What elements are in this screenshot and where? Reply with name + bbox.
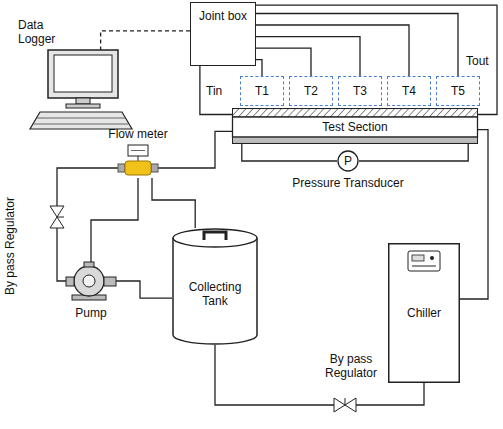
pipe-line [356,383,424,405]
chiller-label: Chiller [407,306,441,320]
pipe-line [200,66,232,115]
transducer-label: Pressure Transducer [268,176,428,190]
pipe-line [57,228,66,281]
sensor-label: T5 [451,84,465,98]
bypass-valve: By pass Regulator [50,206,64,228]
pipe-line [359,144,468,161]
thermocouple-box: T5 [436,76,480,106]
pump: Pump [66,262,116,300]
regulator-label: By pass Regulator [3,197,17,295]
bypass-valve-shape [334,398,356,412]
computer-label: Data Logger [18,18,64,46]
pipe-line [460,130,488,299]
pipe-line [242,144,337,161]
signal-line [101,31,190,50]
pipe-line [256,5,497,114]
sensor-label: T4 [402,84,416,98]
pump-label: Pump [62,306,120,320]
flow-meter-shape [118,158,158,178]
box-label: Joint box [199,9,247,23]
section-label: Test Section [322,120,387,134]
sensor-label: T1 [255,84,269,98]
pipe-line [256,14,458,77]
pump-shape [66,262,116,300]
pipe-line [152,178,195,228]
pipe-line [256,60,262,76]
flow-meter: Flow meter [118,158,158,178]
pipe-line [256,48,311,76]
thermocouple-box: T2 [289,76,333,106]
pipe-line [116,281,172,298]
pressure-transducer: PPressure Transducer [337,150,359,172]
data-logger-shape [18,50,136,132]
sensor-label: T2 [304,84,318,98]
pipe-line [158,131,232,168]
pipe-line [91,178,138,262]
temperature-label: Tout [466,54,489,68]
sensor-label: T3 [353,84,367,98]
temperature-label: Tin [206,84,222,98]
thermocouple-box: T1 [240,76,284,106]
bypass-valve: By pass Regulator [334,398,356,412]
bypass-valve-shape [50,206,64,228]
pipe-line [256,37,360,76]
regulator-label: By pass Regulator [316,352,386,380]
chiller: Chiller [388,243,460,383]
pipe-line [215,345,334,405]
thermocouple-box: T3 [338,76,382,106]
pipe-line [57,168,118,206]
transducer-symbol: P [344,154,352,168]
tank-label: Collecting Tank [183,280,247,308]
junction-box: Joint box [190,2,256,66]
meter-label: Flow meter [100,127,176,141]
thermocouple-box: T4 [387,76,431,106]
test-section: Test Section [232,108,478,144]
collecting-tank: Collecting Tank [172,228,258,345]
pipe-line [256,25,409,76]
data-logger: Data Logger [18,50,136,132]
